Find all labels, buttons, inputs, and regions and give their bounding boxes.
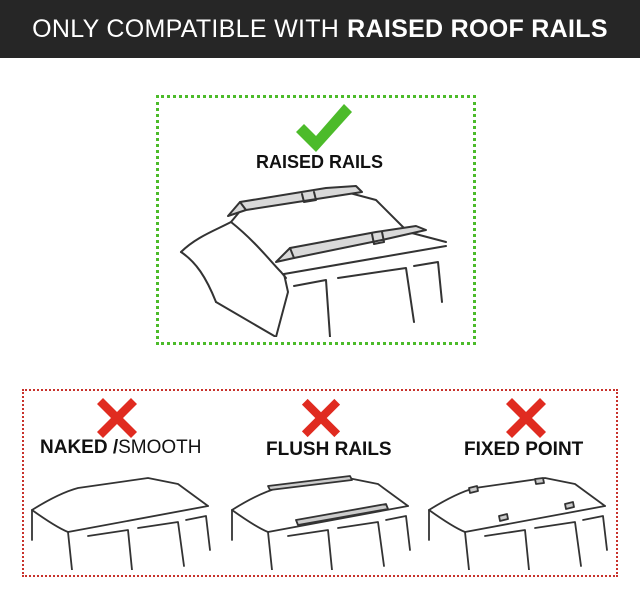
flush-rails-label: FLUSH RAILS	[266, 439, 392, 460]
x-icon	[97, 398, 137, 438]
x-icon	[301, 398, 341, 438]
naked-roof-car-illustration	[31, 477, 211, 570]
incompatible-box	[22, 389, 618, 577]
check-icon	[296, 104, 352, 152]
fixed-point-car-illustration	[428, 477, 608, 570]
flush-rails-car-illustration	[231, 475, 411, 570]
naked-label-thin: SMOOTH	[118, 437, 202, 458]
naked-label-bold: NAKED /	[40, 437, 119, 458]
fixed-point-label: FIXED POINT	[464, 439, 584, 460]
header-banner: ONLY COMPATIBLE WITH RAISED ROOF RAILS	[0, 0, 640, 58]
x-icon	[506, 398, 546, 438]
raised-rails-label: RAISED RAILS	[256, 152, 384, 172]
banner-text-light: ONLY COMPATIBLE WITH	[32, 14, 340, 43]
raised-rails-car-illustration	[180, 185, 447, 337]
banner-text-bold: RAISED ROOF RAILS	[347, 14, 608, 43]
naked-smooth-label: NAKED /SMOOTH	[40, 437, 202, 459]
compatible-box	[156, 95, 476, 345]
